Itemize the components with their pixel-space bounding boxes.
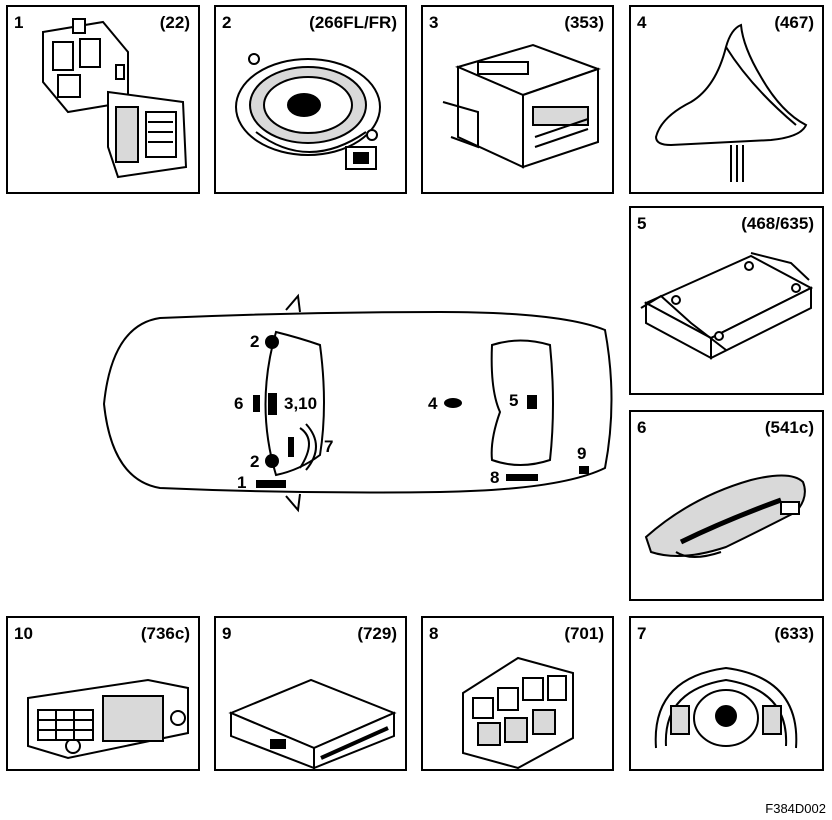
mirror-left [285,293,301,313]
steering-wheel-mark [299,423,317,471]
steering-wheel-controls-icon [654,666,798,749]
component-code: (266FL/FR) [309,13,397,32]
component-box-8: 8 (701) [421,616,614,771]
control-module-bracket-icon [42,18,188,179]
location-dot-speaker-front [265,335,279,349]
car-label-2-front: 2 [250,332,260,351]
component-code: (353) [564,13,604,32]
car-label-2-rear: 2 [250,452,260,471]
car-label-1: 1 [237,473,247,492]
location-mark-4 [444,398,462,408]
component-code: (736c) [140,624,190,643]
component-box-6: 6 (541c) [629,410,824,601]
component-number: 1 [14,13,24,32]
component-box-7: 7 (633) [629,616,824,771]
car-label-3-10: 3,10 [284,394,318,413]
component-number: 10 [14,624,33,643]
mirror-right [285,493,301,513]
amplifier-module-icon [640,252,814,360]
component-number: 6 [637,418,647,437]
component-box-4: 4 (467) [629,5,824,194]
infotainment-head-unit-icon [27,678,189,760]
car-label-9: 9 [577,444,587,463]
component-number: 9 [222,624,232,643]
car-label-6: 6 [234,394,244,413]
location-mark-5 [527,395,537,409]
location-mark-3-10 [268,393,277,415]
component-code: (701) [564,624,604,643]
connector-module-icon [462,656,574,769]
component-box-10: 10 (736c) [6,616,200,771]
location-mark-6 [253,395,260,412]
car-label-7: 7 [324,437,334,456]
shark-fin-antenna-icon [654,23,808,182]
component-code: (729) [357,624,397,643]
car-label-8: 8 [490,468,500,487]
car-label-4: 4 [428,394,438,413]
component-box-5: 5 (468/635) [629,206,824,395]
component-number: 4 [637,13,647,32]
location-dot-speaker-rear [265,454,279,468]
component-code: (22) [159,13,190,32]
component-code: (633) [774,624,814,643]
switch-panel-icon [644,474,806,558]
component-number: 3 [429,13,439,32]
figure-id: F384D002 [765,801,826,816]
component-number: 2 [222,13,232,32]
component-box-2: 2 (266FL/FR) [214,5,407,194]
component-box-3: 3 (353) [421,5,614,194]
car-body-outline [102,310,613,494]
car-label-5: 5 [509,391,519,410]
component-code: (541c) [764,418,814,437]
location-mark-7 [288,437,294,457]
component-box-1: 1 (22) [6,5,200,194]
location-mark-8 [506,474,538,481]
cd-changer-unit-icon [442,43,601,169]
component-number: 5 [637,214,647,233]
component-code: (467) [774,13,814,32]
component-number: 8 [429,624,439,643]
component-box-9: 9 (729) [214,616,407,771]
dvd-unit-icon [228,678,397,769]
location-mark-1 [256,480,286,488]
windshield [264,330,325,477]
component-code: (468/635) [741,214,814,233]
location-mark-9 [579,466,589,474]
speaker-icon [235,53,381,170]
component-number: 7 [637,624,647,643]
rear-window [490,339,554,466]
